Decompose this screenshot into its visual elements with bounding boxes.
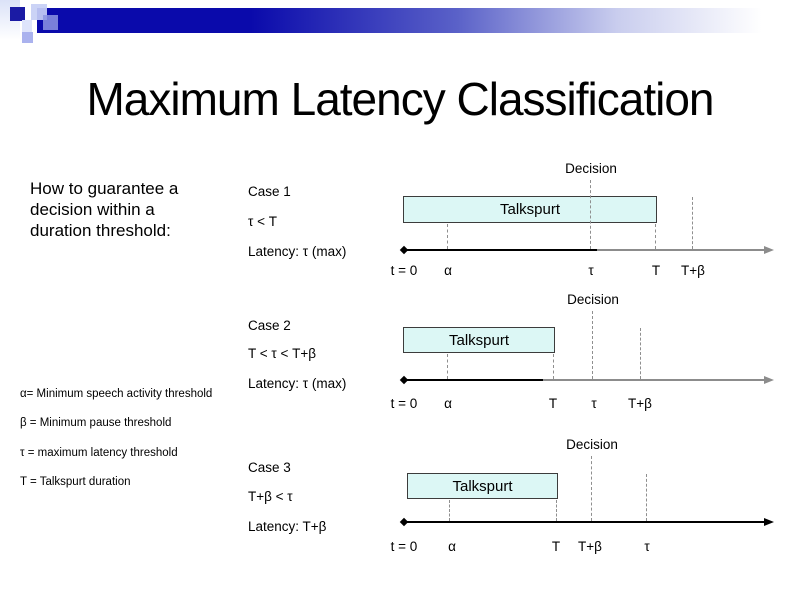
case3-latency: Latency: T+β bbox=[248, 519, 327, 534]
case1-tick-Tbeta: T+β bbox=[681, 263, 705, 278]
case2-axis-start-diamond-icon bbox=[399, 375, 409, 385]
case1-talkspurt-label: Talkspurt bbox=[499, 201, 561, 218]
slide-title: Maximum Latency Classification bbox=[86, 73, 714, 125]
header-bar bbox=[37, 8, 800, 33]
case3-axis-arrowhead-icon bbox=[764, 517, 774, 526]
case3-decision-label: Decision bbox=[566, 437, 618, 452]
case3-tau-dashed-line bbox=[646, 474, 647, 521]
case3-decision-dashed-line bbox=[591, 456, 592, 521]
case1-axis-start-diamond-icon bbox=[399, 245, 409, 255]
legend-beta: β = Minimum pause threshold bbox=[20, 417, 172, 429]
case1-name: Case 1 bbox=[248, 184, 291, 199]
case2-axis-line bbox=[403, 379, 766, 381]
case3-tick-t0: t = 0 bbox=[390, 539, 418, 554]
decor-square-medium bbox=[43, 15, 58, 30]
case2-Tbeta-dashed-line bbox=[640, 328, 641, 379]
case2-decision-dashed-line bbox=[592, 311, 593, 379]
decor-square-pale-small bbox=[22, 20, 32, 32]
case3-condition: T+β < τ bbox=[248, 489, 293, 504]
case2-tick-alpha: α bbox=[444, 396, 452, 411]
decor-square-dark bbox=[10, 7, 25, 21]
case3-alpha-dashed-line bbox=[449, 500, 450, 521]
case1-tick-T: T bbox=[651, 263, 661, 278]
case3-axis-start-diamond-icon bbox=[399, 517, 409, 527]
case1-decision-label: Decision bbox=[565, 161, 617, 176]
case2-name: Case 2 bbox=[248, 318, 291, 333]
case2-talkspurt-label: Talkspurt bbox=[448, 331, 510, 349]
case3-talkspurt-label: Talkspurt bbox=[452, 477, 513, 495]
case1-axis-arrowhead-icon bbox=[764, 245, 774, 254]
case2-tick-t0: t = 0 bbox=[390, 396, 418, 411]
case2-decision-label: Decision bbox=[567, 292, 619, 307]
legend-T: T = Talkspurt duration bbox=[20, 476, 131, 488]
case2-alpha-dashed-line bbox=[447, 354, 448, 379]
case2-tick-T: T bbox=[548, 396, 558, 411]
case1-axis-elapsed-segment bbox=[403, 249, 597, 251]
case3-axis-line bbox=[403, 521, 766, 523]
case3-tick-Tbeta: T+β bbox=[578, 539, 602, 554]
legend-tau: τ = maximum latency threshold bbox=[20, 447, 178, 459]
case1-condition: τ < T bbox=[248, 214, 277, 229]
case3-T-dashed-line bbox=[556, 500, 557, 521]
case3-talkspurt-box: Talkspurt bbox=[407, 473, 558, 499]
decor-square-medium-small bbox=[22, 32, 33, 43]
case3-tick-T: T bbox=[551, 539, 561, 554]
legend-alpha: α= Minimum speech activity threshold bbox=[20, 388, 213, 400]
case1-talkspurt-box: Talkspurt bbox=[403, 196, 657, 223]
case2-talkspurt-box: Talkspurt bbox=[403, 327, 555, 353]
case1-decision-dashed-line bbox=[590, 180, 591, 249]
case2-tick-tau: τ bbox=[591, 396, 597, 411]
case3-tick-tau: τ bbox=[644, 539, 650, 554]
case2-axis-elapsed-segment bbox=[403, 379, 543, 381]
case1-tick-alpha: α bbox=[444, 263, 452, 278]
case3-name: Case 3 bbox=[248, 460, 291, 475]
case3-tick-alpha: α bbox=[448, 539, 456, 554]
case1-tick-t0: t = 0 bbox=[390, 263, 418, 278]
case1-latency: Latency: τ (max) bbox=[248, 244, 347, 259]
intro-text: How to guarantee a decision within a dur… bbox=[30, 179, 179, 240]
case2-T-dashed-line bbox=[553, 354, 554, 379]
case2-condition: T < τ < T+β bbox=[248, 346, 317, 361]
case1-alpha-dashed-line bbox=[447, 224, 448, 249]
case1-tick-tau: τ bbox=[588, 263, 594, 278]
case2-tick-Tbeta: T+β bbox=[628, 396, 652, 411]
case2-axis-arrowhead-icon bbox=[764, 375, 774, 384]
case1-Tbeta-dashed-line bbox=[692, 197, 693, 249]
case1-T-dashed-line bbox=[655, 224, 656, 249]
case2-latency: Latency: τ (max) bbox=[248, 376, 347, 391]
